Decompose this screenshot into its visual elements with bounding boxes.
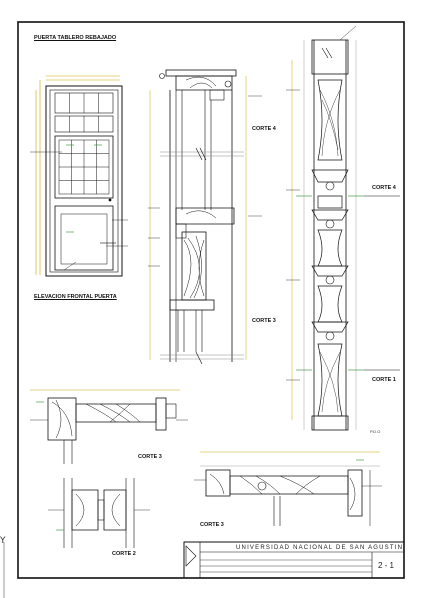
middle-vertical-section (148, 69, 262, 365)
elevation-label: ELEVACION FRONTAL PUERTA (34, 294, 117, 300)
cut-label-corte2-left: CORTE 2 (112, 551, 136, 557)
title-block-university: UNIVERSIDAD NACIONAL DE SAN AGUSTIN (236, 545, 404, 551)
plan-detail-corte3-left (30, 389, 188, 464)
title-block-sheet-number: 2 - 1 (378, 561, 395, 570)
pz-mark: P.D.O (370, 429, 381, 434)
drawing-title: PUERTA TABLERO REBAJADO (34, 35, 117, 41)
cut-label-corte4-mid: CORTE 4 (252, 126, 276, 132)
front-elevation-door (30, 75, 128, 277)
title-block (183, 541, 405, 579)
axis-y-mark: Y (0, 536, 6, 546)
right-vertical-section (286, 25, 400, 431)
cut-label-corte3-bottom: CORTE 3 (200, 522, 224, 528)
cut-label-corte3-mid: CORTE 3 (252, 318, 276, 324)
plan-detail-corte2-left (48, 478, 150, 548)
cut-label-corte1-right: CORTE 1 (372, 377, 396, 383)
plan-detail-corte3-bottom (194, 451, 382, 526)
cut-label-corte4-right: CORTE 4 (372, 185, 396, 191)
cut-label-corte3-left: CORTE 3 (138, 454, 162, 460)
